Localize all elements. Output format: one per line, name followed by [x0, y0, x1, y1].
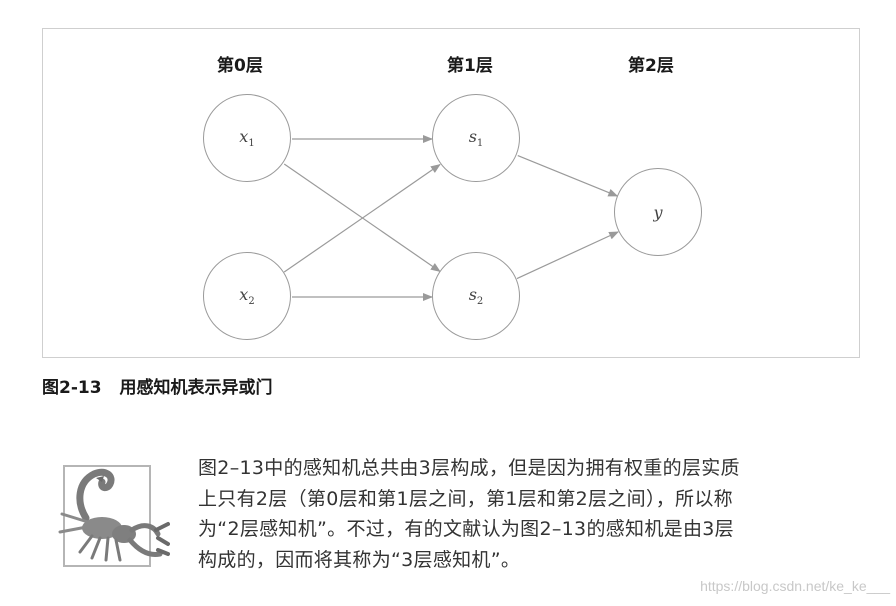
note-line-1: 图2–13中的感知机总共由3层构成，但是因为拥有权重的层实质 — [198, 453, 868, 484]
node-s1: s1 — [432, 94, 520, 182]
layer-1-label: 第1层 — [447, 51, 493, 76]
node-x2: x2 — [203, 252, 291, 340]
node-s2-var: s — [469, 285, 477, 304]
edge-s2-y — [517, 232, 618, 279]
node-x1-var: x — [239, 127, 248, 146]
note-paragraph: 图2–13中的感知机总共由3层构成，但是因为拥有权重的层实质 上只有2层（第0层… — [198, 453, 868, 575]
node-x2-var: x — [239, 285, 248, 304]
node-s2-sub: 2 — [477, 296, 483, 307]
node-y: y — [614, 168, 702, 256]
node-x1: x1 — [203, 94, 291, 182]
layer-2-label: 第2层 — [628, 51, 674, 76]
caption-number: 图2-13 — [42, 378, 102, 398]
node-y-var: y — [653, 203, 662, 222]
caption-text: 用感知机表示异或门 — [120, 378, 273, 398]
node-s1-var: s — [469, 127, 477, 146]
figure-frame: 第0层 第1层 第2层 x1 x2 s1 s2 y — [42, 28, 860, 358]
layer-0-label: 第0层 — [217, 51, 263, 76]
node-s2: s2 — [432, 252, 520, 340]
edge-s1-y — [518, 156, 618, 196]
watermark-url: https://blog.csdn.net/ke_ke___ — [700, 578, 890, 594]
note-line-2: 上只有2层（第0层和第1层之间，第1层和第2层之间），所以称 — [198, 484, 868, 515]
node-x2-sub: 2 — [248, 296, 254, 307]
node-x1-sub: 1 — [248, 138, 254, 149]
scorpion-icon — [58, 460, 170, 572]
node-s1-sub: 1 — [477, 138, 483, 149]
figure-caption: 图2-13 用感知机表示异或门 — [42, 373, 273, 398]
note-line-3: 为“2层感知机”。不过，有的文献认为图2–13的感知机是由3层 — [198, 514, 868, 545]
note-line-4: 构成的，因而将其称为“3层感知机”。 — [198, 545, 868, 576]
